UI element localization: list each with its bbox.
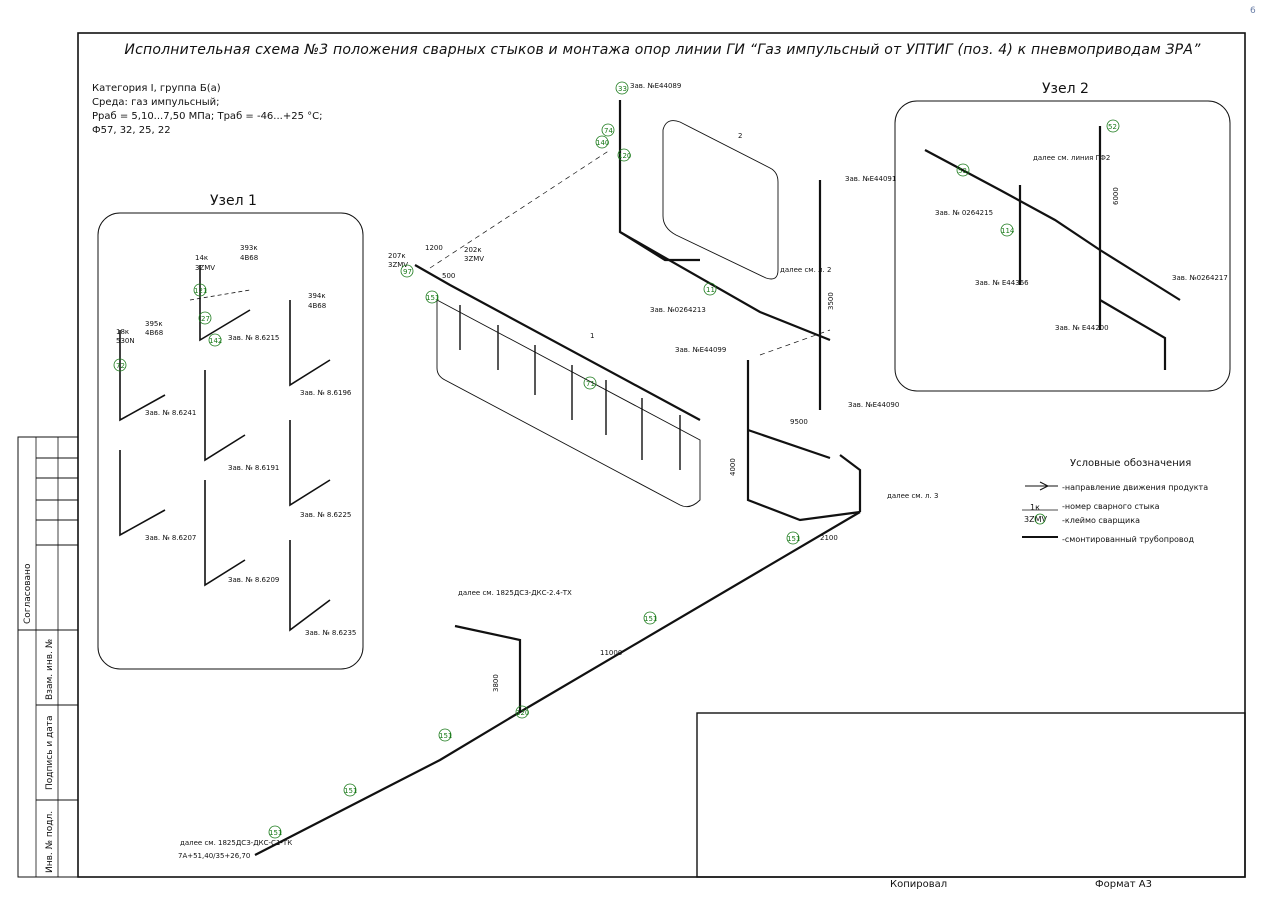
stamp-label: Зав. № 8.6207: [145, 534, 196, 542]
see-sheet-2: далее см. л. 2: [780, 266, 831, 274]
stamp-copied: Копировал: [890, 879, 948, 890]
svg-text:97: 97: [403, 268, 412, 276]
node1-frame: [97, 212, 364, 670]
svg-text:33: 33: [618, 85, 627, 93]
stamp-label: Зав. №E44090: [848, 401, 899, 409]
legend-title: Условные обозначения: [1070, 458, 1192, 469]
stamp-label: Зав. № 8.6209: [228, 576, 279, 584]
svg-text:120: 120: [516, 709, 529, 717]
legend-weld-number: -номер сварного стыка: [1062, 502, 1160, 511]
dimension: 500: [442, 272, 455, 280]
see-sheet-3: далее см. л. 3: [887, 492, 938, 500]
stamp-label: Зав. №0264217: [1172, 274, 1228, 282]
svg-text:120: 120: [618, 152, 631, 160]
stamp-label: Зав. № 8.6235: [305, 629, 356, 637]
svg-text:71: 71: [586, 380, 595, 388]
stamp-label: Зав. № 8.6215: [228, 334, 279, 342]
corner-page-mark: 6: [1250, 6, 1256, 16]
main-pipeline: [254, 100, 1181, 856]
drawing-title: Исполнительная схема №3 положения сварны…: [124, 42, 1201, 58]
svg-text:151: 151: [426, 294, 439, 302]
legend-sym-top: 1к: [1030, 503, 1040, 512]
dimension: 1200: [425, 244, 443, 252]
legend-sym-bottom: 3ZMV: [1024, 515, 1047, 524]
svg-text:52: 52: [1108, 123, 1117, 131]
svg-text:140: 140: [596, 139, 609, 147]
svg-text:11: 11: [706, 286, 715, 294]
stamp-label: Зав. № 8.6196: [300, 389, 352, 397]
stamp-label: Зав. №E44089: [630, 82, 681, 90]
svg-text:72: 72: [116, 362, 125, 370]
weld-label: 4В68: [308, 302, 326, 310]
stamp-format: Формат А3: [1095, 879, 1152, 890]
svg-text:121: 121: [194, 287, 207, 295]
see-c1: далее см. 1825ДСЗ-ДКС-С1-ТК: [180, 839, 292, 847]
param-pressure: Pраб = 5,10...7,50 МПа; Tраб = -46...+25…: [92, 111, 323, 122]
svg-text:114: 114: [1001, 227, 1015, 235]
stamp-label: Зав. № E44366: [975, 279, 1029, 287]
svg-text:151: 151: [269, 829, 282, 837]
stamp-label: Зав. № 8.6241: [145, 409, 196, 417]
skid1-drops: [459, 305, 681, 470]
title-block: [696, 712, 1246, 878]
svg-text:142: 142: [209, 337, 222, 345]
dimension: 2100: [820, 534, 838, 542]
weld-label: 3ZMV: [388, 261, 408, 269]
svg-text:151: 151: [787, 535, 800, 543]
dimension: 3800: [492, 674, 500, 692]
dimension: 6000: [1112, 187, 1120, 205]
svg-text:74: 74: [604, 127, 613, 135]
weld-label: 18к: [116, 328, 129, 336]
svg-text:53: 53: [958, 167, 967, 175]
welder-marks: 121 27 142 72 33 74 140 120 97 151 71 11…: [113, 81, 1120, 839]
weld-label: 4В68: [145, 329, 163, 337]
stamp-label: Зав. № 0264215: [935, 209, 993, 217]
weld-label: 207к: [388, 252, 406, 260]
stamp-label: Зав. №0264213: [650, 306, 706, 314]
node1-title: Узел 1: [210, 193, 257, 209]
svg-text:27: 27: [201, 315, 210, 323]
see-tx: далее см. 1825ДСЗ-ДКС-2.4-ТХ: [458, 589, 572, 597]
svg-text:151: 151: [344, 787, 357, 795]
stamp-label: Зав. № 8.6191: [228, 464, 279, 472]
stamp-label: Зав. №E44091: [845, 175, 896, 183]
dimension: 4000: [729, 458, 737, 476]
dimension: 11000: [600, 649, 622, 657]
weld-label: 393к: [240, 244, 258, 252]
node2-title: Узел 2: [1042, 81, 1089, 97]
position-2: 2: [738, 132, 742, 140]
see-gf2: далее см. линия ГФ2: [1033, 154, 1110, 162]
stamp-label: Зав. № E44200: [1055, 324, 1109, 332]
legend-flow: -направление движения продукта: [1062, 483, 1209, 492]
weld-label: 395к: [145, 320, 163, 328]
svg-text:151: 151: [644, 615, 657, 623]
binding-strip: [17, 436, 79, 878]
design-parameters: Категория I, группа Б(а) Среда: газ импу…: [92, 82, 322, 138]
position-1: 1: [590, 332, 594, 340]
param-medium: Среда: газ импульсный;: [92, 97, 220, 108]
dimension: 3500: [827, 292, 835, 310]
see-c1-sub: 7А+51,40/35+26,70: [178, 852, 250, 860]
stamp-label: Зав. №E44099: [675, 346, 726, 354]
legend-installed-pipe: -смонтированный трубопровод: [1062, 535, 1195, 544]
stamp-label: Зав. № 8.6225: [300, 511, 351, 519]
weld-label: 530N: [116, 337, 135, 345]
weld-label: 14к: [195, 254, 208, 262]
skid-outline-1: [436, 299, 701, 508]
svg-text:151: 151: [439, 732, 452, 740]
param-diameters: Ф57, 32, 25, 22: [92, 125, 171, 136]
param-category: Категория I, группа Б(а): [92, 83, 221, 94]
node2-frame: [894, 100, 1231, 392]
legend-welder-mark: -клеймо сварщика: [1062, 516, 1140, 525]
skid-outline-2: [662, 120, 779, 280]
weld-label: 3ZMV: [464, 255, 484, 263]
weld-label: 202к: [464, 246, 482, 254]
dimension: 9500: [790, 418, 808, 426]
node1-pipes: [119, 265, 331, 632]
weld-label: 394к: [308, 292, 326, 300]
weld-label: 3ZMV: [195, 264, 215, 272]
weld-label: 4В68: [240, 254, 258, 262]
